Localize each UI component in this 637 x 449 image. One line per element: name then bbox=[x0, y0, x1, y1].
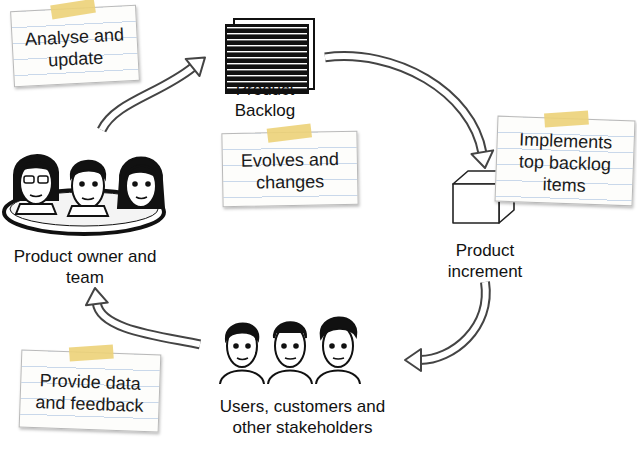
figure-label: Product owner and team bbox=[2, 246, 168, 288]
labelled-figure: Product owner and team bbox=[2, 130, 168, 288]
cycle-arrow bbox=[405, 282, 486, 371]
figure-label: Product Backlog bbox=[205, 79, 325, 121]
note-text: Provide data and feedback bbox=[28, 369, 151, 417]
team-illustration bbox=[4, 155, 164, 234]
sticky-note: Analyse and update bbox=[10, 5, 140, 87]
tape bbox=[544, 111, 589, 128]
tape bbox=[50, 0, 96, 19]
note-text: Analyse and update bbox=[20, 23, 130, 73]
labelled-figure: Product increment bbox=[436, 168, 534, 282]
figure-label: Users, customers and other stakeholders bbox=[200, 396, 405, 438]
note-text: Evolves and changes bbox=[231, 148, 350, 194]
labelled-figure: Users, customers and other stakeholders bbox=[200, 318, 405, 438]
cycle-arrow bbox=[86, 288, 200, 344]
sticky-note: Evolves and changes bbox=[221, 131, 358, 207]
figure-label: Product increment bbox=[436, 240, 534, 282]
users-illustration bbox=[220, 317, 360, 384]
note-text: Implements top backlog items bbox=[504, 128, 626, 198]
tape bbox=[267, 123, 312, 142]
tape bbox=[69, 345, 114, 362]
labelled-figure: Product Backlog bbox=[205, 15, 325, 121]
sticky-note: Implements top backlog items bbox=[495, 116, 636, 207]
sticky-note: Provide data and feedback bbox=[19, 350, 162, 433]
